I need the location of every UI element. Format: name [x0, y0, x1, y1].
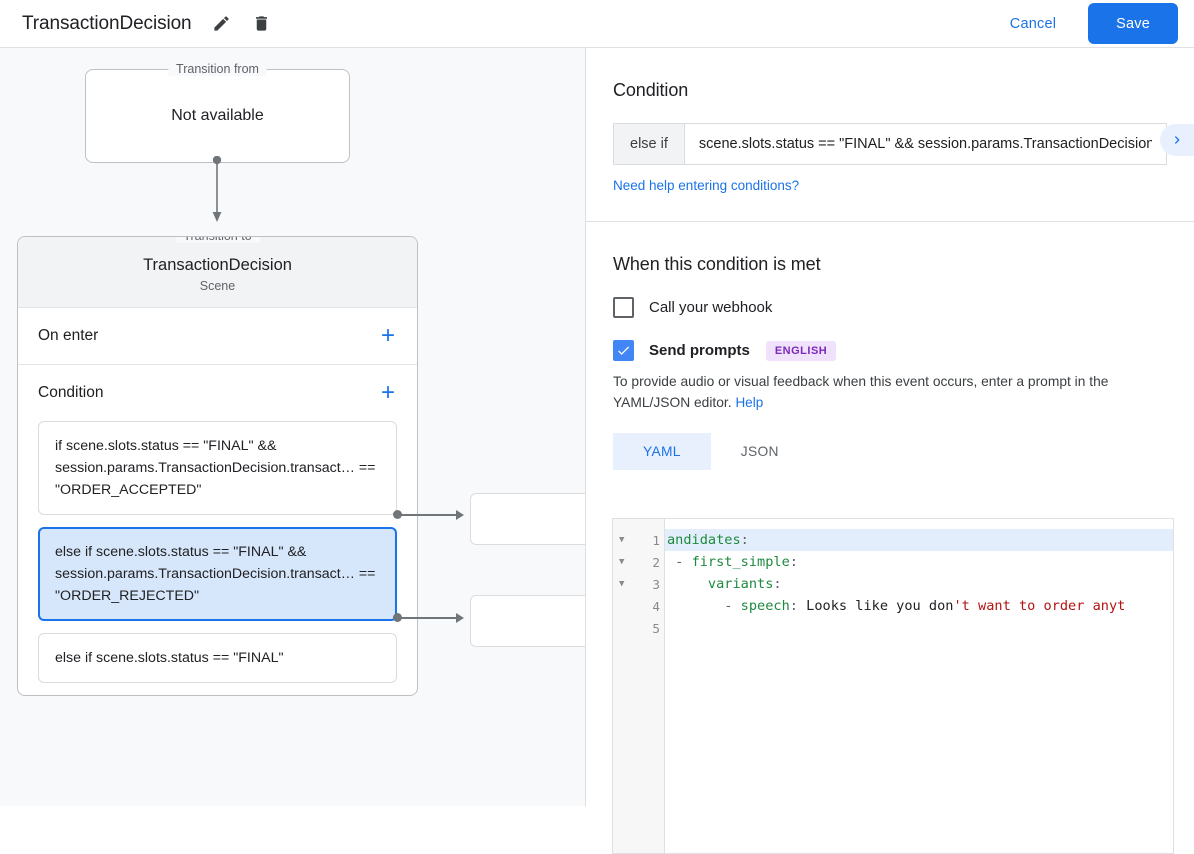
section-header: Condition + — [38, 365, 397, 421]
edge-line-rejected — [400, 617, 458, 619]
send-prompts-checkbox-row[interactable]: Send prompts ENGLISH — [613, 340, 1167, 361]
editor-code-line[interactable]: - first_simple: — [667, 554, 798, 570]
editor-line-number: 4 — [652, 598, 660, 614]
section-title-condition: Condition — [38, 384, 104, 401]
save-button[interactable]: Save — [1088, 3, 1178, 44]
add-on-enter-button[interactable]: + — [380, 322, 395, 349]
tab-yaml[interactable]: YAML — [613, 433, 711, 470]
webhook-checkbox-label: Call your webhook — [649, 299, 773, 316]
editor-format-tabs: YAML JSON — [613, 433, 1167, 470]
pencil-icon[interactable] — [206, 8, 238, 40]
scene-card-header: TransactionDecision Scene — [18, 237, 417, 308]
target-node-rejected[interactable] — [470, 595, 585, 647]
add-condition-button[interactable]: + — [380, 379, 395, 406]
page-title: TransactionDecision — [22, 12, 192, 34]
edge-source-dot-rejected — [393, 613, 402, 622]
edge-source-dot-accepted — [393, 510, 402, 519]
transition-to-legend: Transition to — [175, 237, 260, 243]
scene-card-subtitle: Scene — [199, 279, 236, 293]
fold-caret-icon[interactable]: ▼ — [619, 535, 625, 545]
section-header: On enter + — [38, 308, 397, 364]
chevron-right-icon[interactable] — [1160, 124, 1194, 156]
title-actions — [206, 8, 278, 40]
editor-code-line[interactable]: variants: — [707, 576, 782, 592]
editor-line-number: 5 — [652, 620, 660, 636]
cancel-button[interactable]: Cancel — [994, 6, 1072, 42]
panel-when-met-section: When this condition is met Call your web… — [586, 222, 1194, 470]
edge-arrowhead-accepted — [456, 510, 464, 520]
editor-code-line[interactable] — [665, 617, 1173, 639]
target-node-accepted[interactable] — [470, 493, 585, 545]
condition-prefix-label: else if — [613, 123, 684, 165]
section-on-enter: On enter + — [18, 308, 417, 365]
fold-caret-icon[interactable]: ▼ — [619, 579, 625, 589]
language-badge: ENGLISH — [765, 340, 837, 361]
send-prompts-checkbox[interactable] — [613, 340, 634, 361]
editor-line-number: ▼3 — [619, 576, 660, 592]
webhook-checkbox-row[interactable]: Call your webhook — [613, 297, 1167, 318]
section-title-on-enter: On enter — [38, 327, 99, 344]
section-condition: Condition + if scene.slots.status == "FI… — [18, 365, 417, 695]
fold-caret-icon[interactable]: ▼ — [619, 557, 625, 567]
condition-card-accepted[interactable]: if scene.slots.status == "FINAL" && sess… — [38, 421, 397, 515]
condition-help-link[interactable]: Need help entering conditions? — [613, 178, 800, 193]
top-app-bar: TransactionDecision Cancel Save — [0, 0, 1194, 48]
edge-line-accepted — [400, 514, 458, 516]
panel-condition-section: Condition else if Need help entering con… — [586, 48, 1194, 222]
prompts-help-link[interactable]: Help — [735, 395, 764, 410]
main-content: Transition from Not available Transition… — [0, 48, 1194, 854]
condition-list: if scene.slots.status == "FINAL" && sess… — [38, 421, 397, 695]
send-prompts-checkbox-label: Send prompts — [649, 342, 750, 359]
transition-from-legend: Transition from — [168, 62, 267, 76]
condition-card-rejected[interactable]: else if scene.slots.status == "FINAL" &&… — [38, 527, 397, 621]
scene-card: Transition to TransactionDecision Scene … — [17, 236, 418, 696]
editor-line-number: ▼1 — [619, 532, 660, 548]
trash-icon[interactable] — [246, 8, 278, 40]
transition-connector-arrow — [212, 156, 222, 222]
editor-code-line[interactable]: andidates: — [665, 529, 1173, 551]
yaml-editor[interactable]: ▼1 ▼2 ▼3 4 5 andidates: - first_simple: vari… — [612, 518, 1174, 854]
transition-from-box: Transition from Not available — [85, 62, 350, 163]
scene-card-title: TransactionDecision — [143, 256, 292, 274]
editor-gutter: ▼1 ▼2 ▼3 4 5 — [613, 519, 665, 853]
prompts-description: To provide audio or visual feedback when… — [613, 371, 1167, 413]
scene-graph-canvas[interactable]: Transition from Not available Transition… — [0, 48, 585, 806]
tab-json[interactable]: JSON — [740, 444, 779, 459]
prompts-description-text: To provide audio or visual feedback when… — [613, 374, 1109, 410]
condition-card-final[interactable]: else if scene.slots.status == "FINAL" — [38, 633, 397, 683]
panel-heading-when-met: When this condition is met — [613, 254, 821, 274]
panel-heading-condition: Condition — [613, 80, 689, 100]
edge-arrowhead-rejected — [456, 613, 464, 623]
webhook-checkbox[interactable] — [613, 297, 634, 318]
editor-code-area[interactable]: andidates: - first_simple: variants: - s… — [665, 519, 1173, 853]
condition-expression-input[interactable] — [683, 123, 1167, 165]
editor-line-number: ▼2 — [619, 554, 660, 570]
editor-code-line[interactable]: - speech: Looks like you don't want to o… — [667, 598, 1126, 614]
condition-input-row: else if — [613, 123, 1167, 165]
transition-from-value: Not available — [171, 107, 264, 124]
